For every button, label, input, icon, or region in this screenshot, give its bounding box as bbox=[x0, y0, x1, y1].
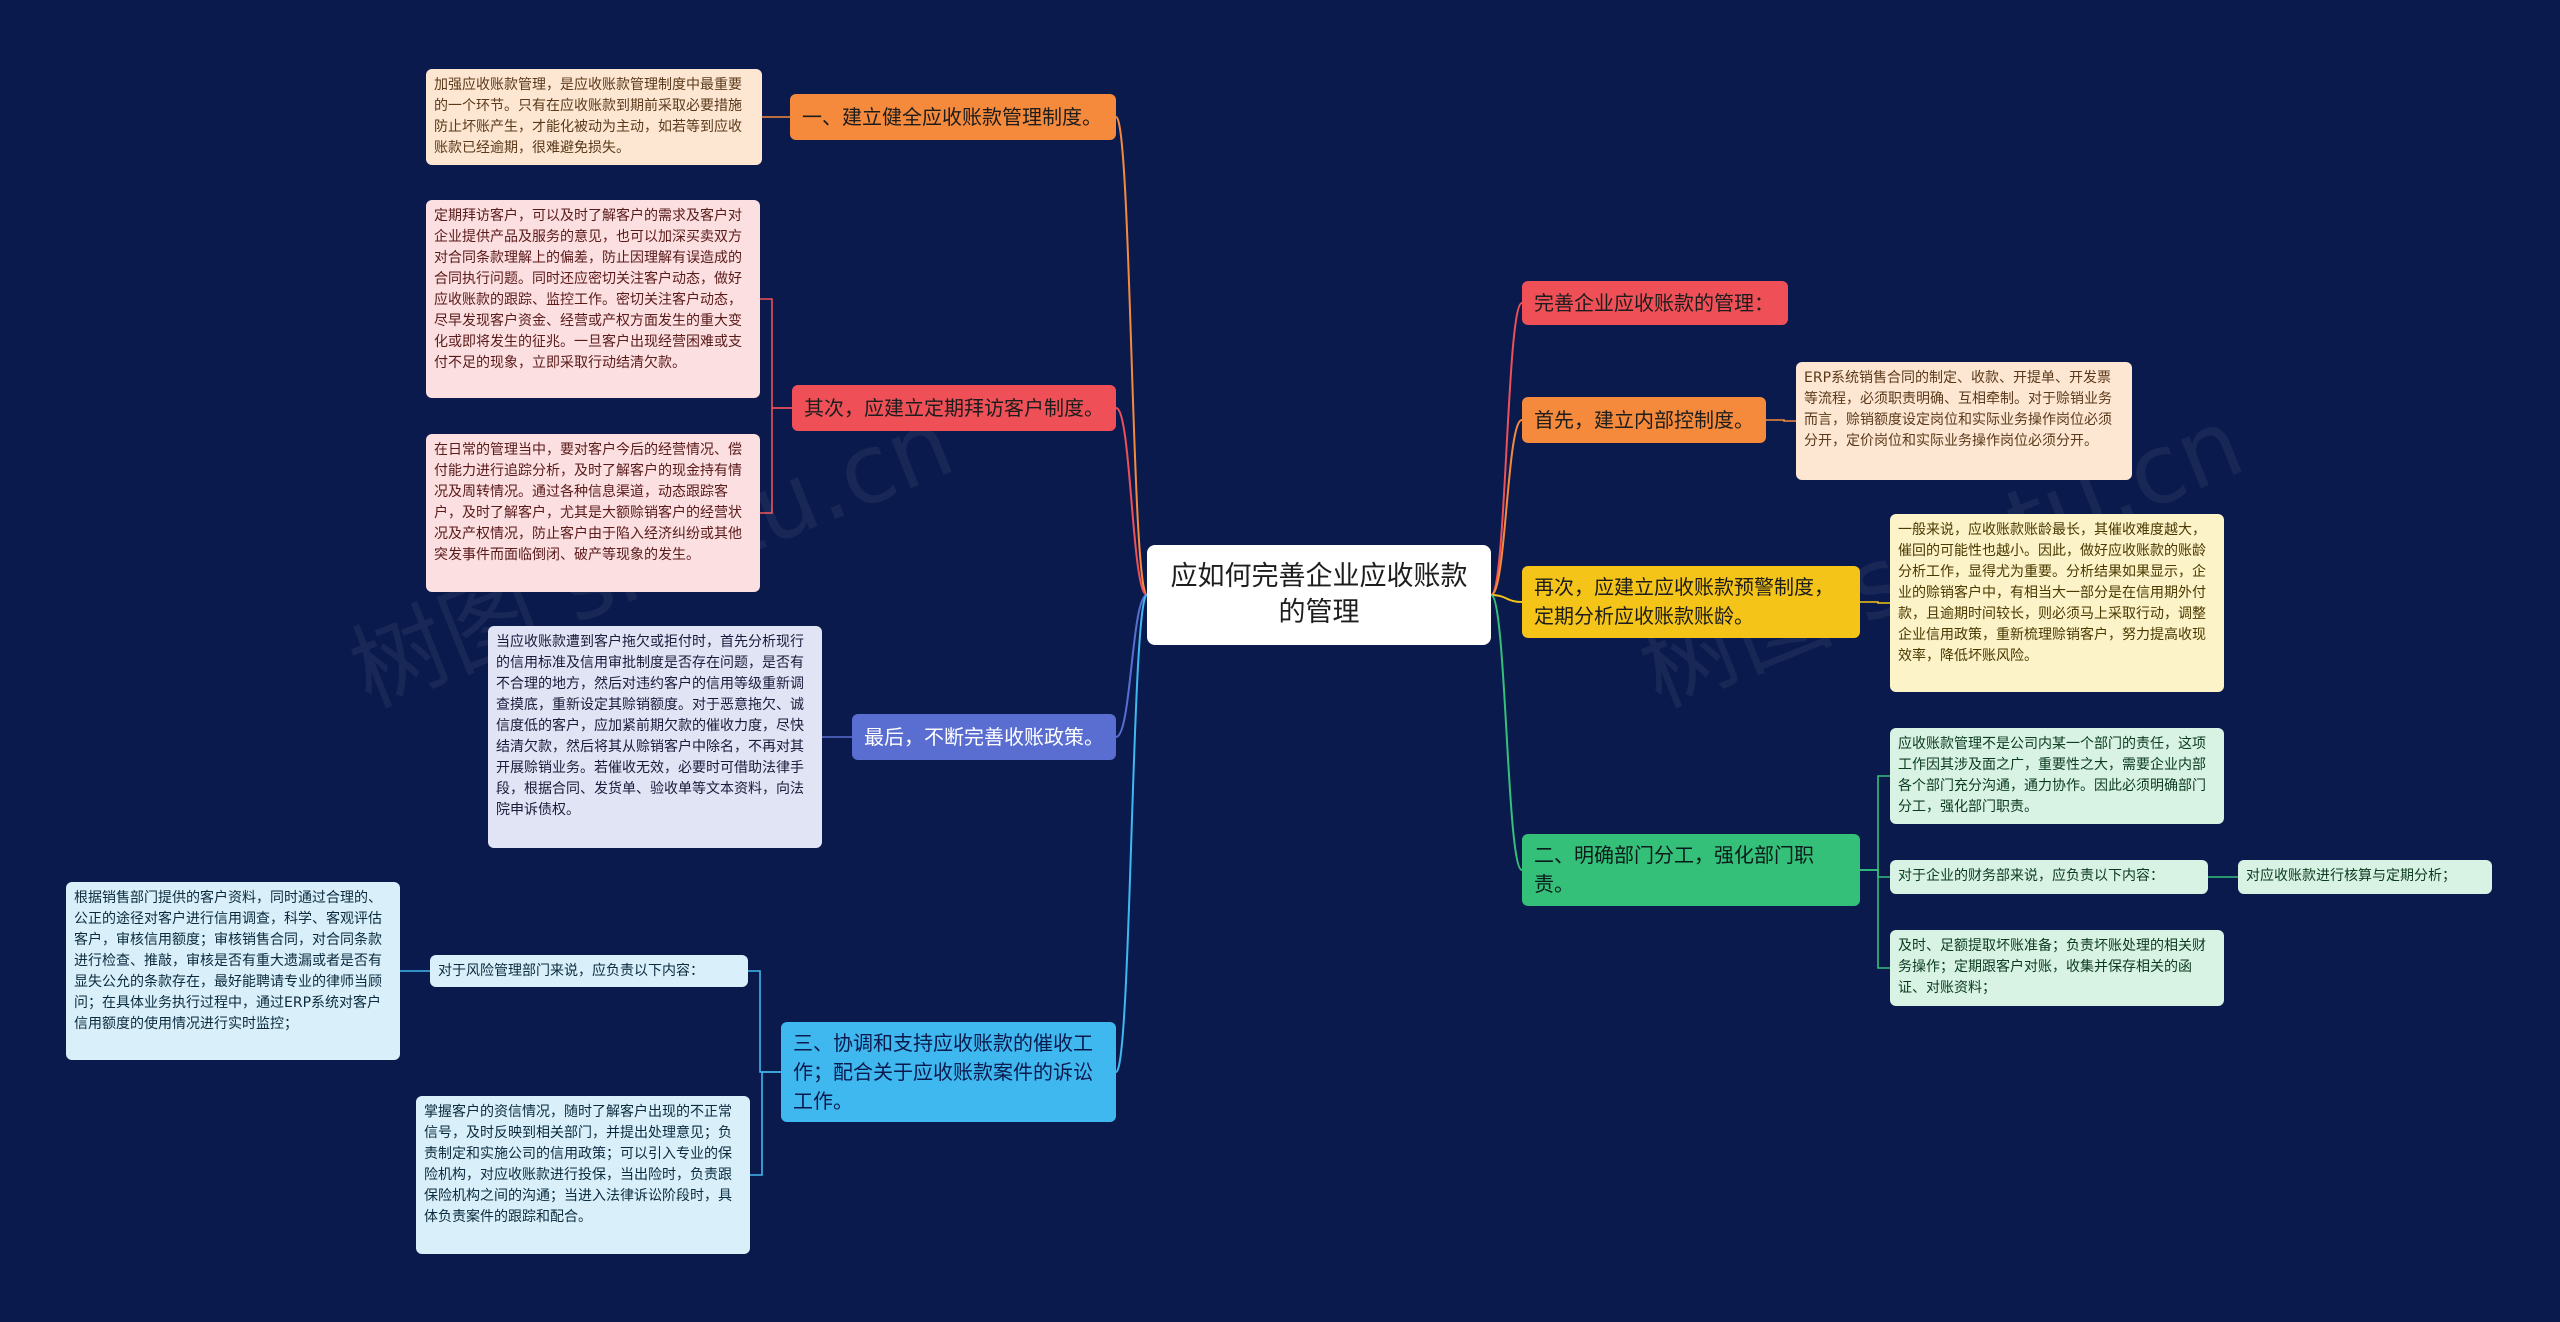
note-right-4c[interactable]: 及时、足额提取坏账准备；负责坏账处理的相关财务操作；定期跟客户对账，收集并保存相… bbox=[1890, 930, 2224, 1006]
branch-left-3[interactable]: 最后，不断完善收账政策。 bbox=[852, 714, 1116, 760]
link-note-l4-0 bbox=[748, 970, 781, 1073]
link-root-right-4 bbox=[1490, 594, 1523, 871]
branch-right-4[interactable]: 二、明确部门分工，强化部门职责。 bbox=[1522, 834, 1860, 906]
link-note-r4-1 bbox=[1860, 869, 1890, 878]
note-left-4[interactable]: 掌握客户的资信情况，随时了解客户出现的不正常信号，及时反映到相关部门，并提出处理… bbox=[416, 1096, 750, 1254]
note-right-3[interactable]: 一般来说，应收账款账龄最长，其催收难度越大，催回的可能性也越小。因此，做好应收账… bbox=[1890, 514, 2224, 692]
link-root-left-3 bbox=[1115, 594, 1148, 738]
branch-right-1[interactable]: 完善企业应收账款的管理： bbox=[1522, 281, 1788, 325]
link-note-r4-0 bbox=[1860, 775, 1890, 871]
note-left-2a[interactable]: 定期拜访客户，可以及时了解客户的需求及客户对企业提供产品及服务的意见，也可以加深… bbox=[426, 200, 760, 398]
link-root-right-1 bbox=[1490, 302, 1523, 596]
link-note-r4-2 bbox=[1860, 869, 1890, 969]
branch-left-1[interactable]: 一、建立健全应收账款管理制度。 bbox=[790, 94, 1116, 140]
link-note-l4-1 bbox=[750, 1071, 781, 1176]
branch-right-2[interactable]: 首先，建立内部控制度。 bbox=[1522, 397, 1766, 443]
note-right-2[interactable]: ERP系统销售合同的制定、收款、开提单、开发票等流程，必须职责明确、互相牵制。对… bbox=[1796, 362, 2132, 480]
subnote-left-4[interactable]: 根据销售部门提供的客户资料，同时通过合理的、公正的途径对客户进行信用调查，科学、… bbox=[66, 882, 400, 1060]
branch-right-3[interactable]: 再次，应建立应收账款预警制度，定期分析应收账款账龄。 bbox=[1522, 566, 1860, 638]
link-root-right-3 bbox=[1490, 594, 1523, 603]
sub-left-4[interactable]: 对于风险管理部门来说，应负责以下内容： bbox=[430, 955, 748, 987]
root-topic[interactable]: 应如何完善企业应收账款的管理 bbox=[1147, 545, 1491, 645]
branch-left-4[interactable]: 三、协调和支持应收账款的催收工作；配合关于应收账款案件的诉讼工作。 bbox=[781, 1022, 1116, 1122]
link-note-r3-0 bbox=[1860, 601, 1890, 604]
link-root-right-2 bbox=[1490, 419, 1523, 596]
subnote-right-4[interactable]: 对应收账款进行核算与定期分析； bbox=[2238, 860, 2492, 894]
link-root-left-1 bbox=[1115, 116, 1148, 596]
link-note-l2-0 bbox=[760, 298, 792, 409]
note-left-2b[interactable]: 在日常的管理当中，要对客户今后的经营情况、偿付能力进行追踪分析，及时了解客户的现… bbox=[426, 434, 760, 592]
branch-left-2[interactable]: 其次，应建立定期拜访客户制度。 bbox=[792, 385, 1116, 431]
note-right-4b[interactable]: 对于企业的财务部来说，应负责以下内容： bbox=[1890, 860, 2208, 894]
note-left-3[interactable]: 当应收账款遭到客户拖欠或拒付时，首先分析现行的信用标准及信用审批制度是否存在问题… bbox=[488, 626, 822, 848]
link-root-left-2 bbox=[1115, 407, 1148, 596]
note-left-1[interactable]: 加强应收账款管理，是应收账款管理制度中最重要的一个环节。只有在应收账款到期前采取… bbox=[426, 69, 762, 165]
link-root-left-4 bbox=[1115, 594, 1148, 1073]
link-note-r2-0 bbox=[1766, 419, 1796, 422]
note-right-4a[interactable]: 应收账款管理不是公司内某一个部门的责任，这项工作因其涉及面之广，重要性之大，需要… bbox=[1890, 728, 2224, 824]
link-note-l2-1 bbox=[760, 407, 792, 514]
